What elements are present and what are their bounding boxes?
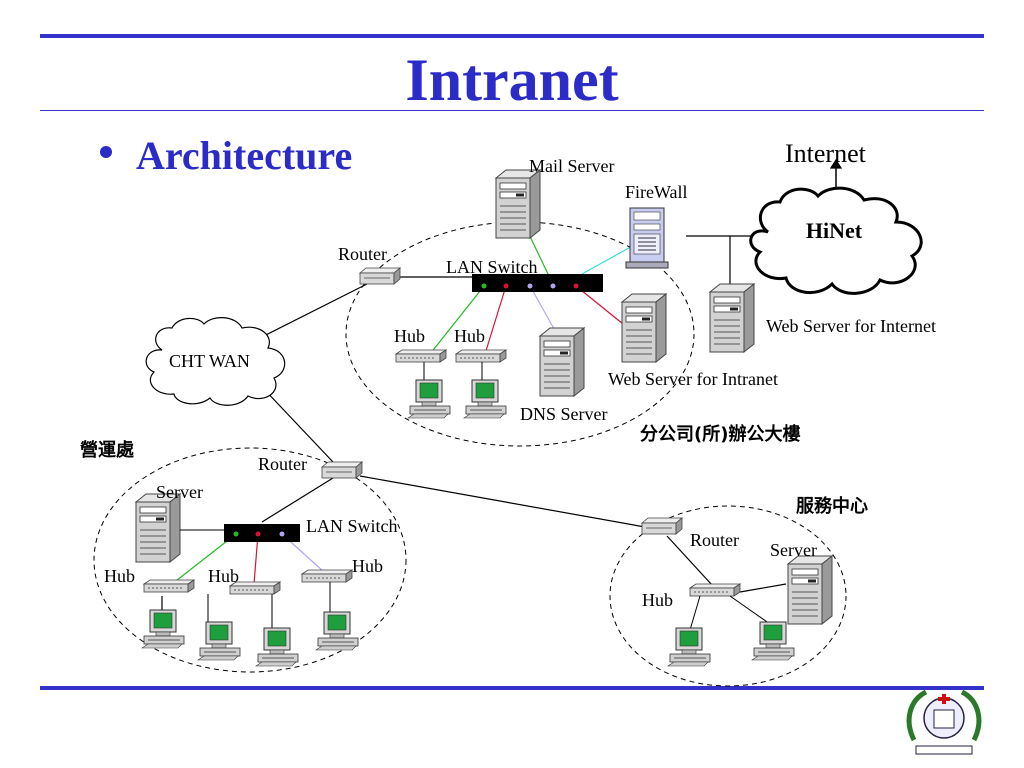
- top-rule: [40, 34, 984, 38]
- service-server-icon: [787, 555, 833, 625]
- firewall-label: FireWall: [625, 182, 688, 202]
- workstation-icon: [255, 627, 299, 667]
- ops-office-label: 營運處: [80, 439, 134, 461]
- slide-title: Intranet: [405, 47, 619, 113]
- hub-label: Hub: [104, 566, 135, 586]
- title-underline: [40, 110, 984, 111]
- hub-label: Hub: [352, 556, 383, 576]
- server-label: Server: [770, 540, 817, 560]
- bullet-text: Architecture: [136, 133, 353, 178]
- hub-icon: [689, 583, 741, 597]
- hub-label: Hub: [454, 326, 485, 346]
- workstation-icon: [315, 611, 359, 651]
- service-center-label: 服務中心: [796, 495, 868, 517]
- hub-icon: [143, 579, 195, 593]
- hub-label: Hub: [394, 326, 425, 346]
- router-label: Router: [338, 244, 387, 264]
- service-zone: [609, 505, 847, 687]
- bullet-marker: [100, 146, 112, 158]
- workstation-icon: [667, 627, 711, 667]
- lan-switch-icon: [472, 274, 603, 292]
- branch-office-label: 分公司(所)辦公大樓: [640, 423, 800, 445]
- router-icon: [321, 461, 363, 479]
- workstation-icon: [197, 621, 241, 661]
- mail-server-label: Mail Server: [529, 156, 614, 176]
- dns-server-icon: [539, 327, 585, 397]
- hub-icon: [455, 349, 507, 363]
- branch-zone: [345, 221, 695, 447]
- workstation-icon: [463, 379, 507, 419]
- web-internet-server-icon: [709, 283, 755, 353]
- cht-wan-cloud-icon: [145, 317, 286, 406]
- firewall-icon: [625, 207, 669, 269]
- router-icon: [359, 267, 401, 285]
- hinet-cloud-icon: [749, 186, 923, 295]
- router-label: Router: [690, 530, 739, 550]
- hinet-label: HiNet: [806, 218, 863, 243]
- hub-label: Hub: [642, 590, 673, 610]
- ops-zone: [93, 447, 407, 673]
- hub-icon: [301, 569, 353, 583]
- server-label: Server: [156, 482, 203, 502]
- workstation-icon: [407, 379, 451, 419]
- workstation-icon: [751, 621, 795, 661]
- web-intranet-server-icon: [621, 293, 667, 363]
- lan-switch-label: LAN Switch: [306, 516, 398, 536]
- internet-label: Internet: [785, 139, 867, 168]
- web-server-internet-label: Web Server for Internet: [766, 316, 936, 336]
- lan-switch-label: LAN Switch: [446, 257, 538, 277]
- mail-server-icon: [495, 169, 541, 239]
- ops-server-icon: [135, 493, 181, 563]
- web-server-intranet-label: Web Server for Intranet: [608, 369, 778, 389]
- ops-lan-switch-icon: [224, 524, 300, 542]
- hub-label: Hub: [208, 566, 239, 586]
- router-icon: [641, 517, 683, 535]
- dns-server-label: DNS Server: [520, 404, 608, 424]
- router-label: Router: [258, 454, 307, 474]
- hub-icon: [395, 349, 447, 363]
- bottom-rule: [40, 686, 984, 690]
- cht-wan-label: CHT WAN: [169, 351, 250, 371]
- workstation-icon: [141, 609, 185, 649]
- emblem-icon: [906, 689, 982, 755]
